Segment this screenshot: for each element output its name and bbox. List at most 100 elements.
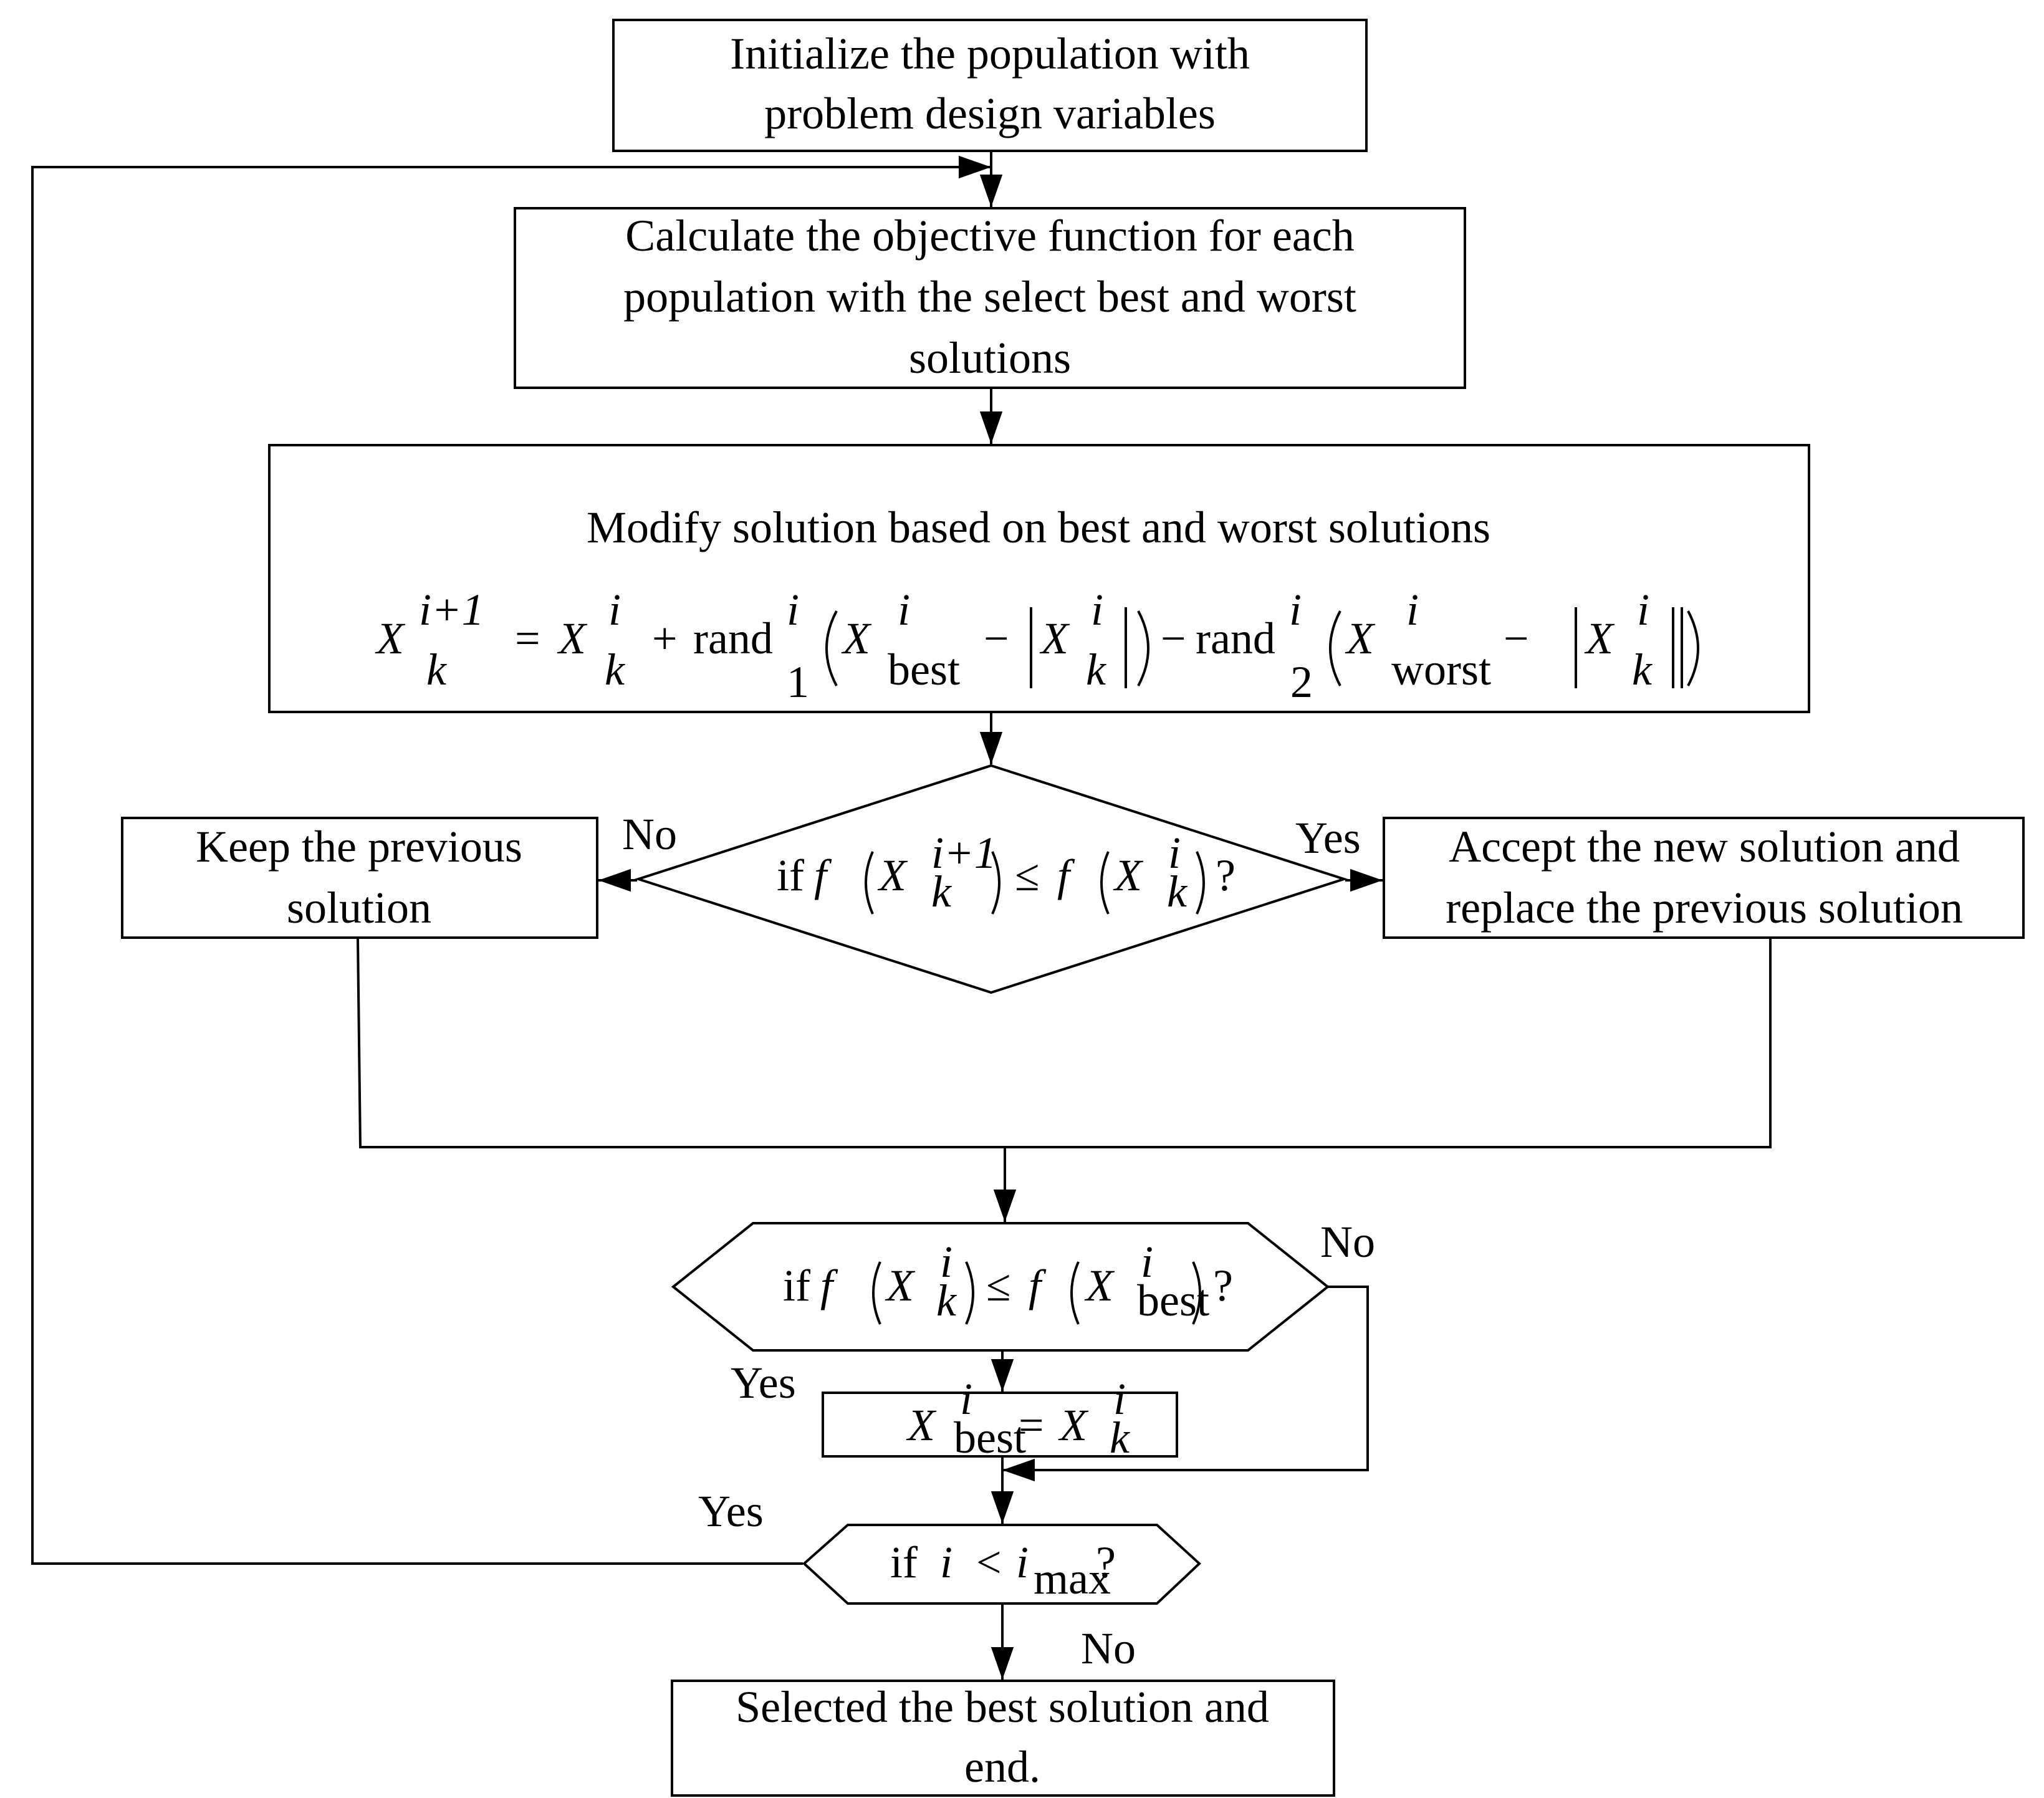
d1-sup-next: i+1: [931, 828, 997, 878]
label-decision1-yes: Yes: [1295, 813, 1361, 863]
end-line-2: end.: [964, 1742, 1040, 1792]
d1-x1: X: [877, 850, 908, 900]
end-node: Selected the best solution and end.: [671, 1680, 1335, 1797]
eq-paren-open-1: [825, 610, 838, 686]
up-eq: =: [1019, 1400, 1044, 1450]
d1-paren-close-1: [991, 851, 1000, 915]
d2-le: ≤: [986, 1261, 1011, 1310]
keep-node: Keep the previous solution: [121, 817, 598, 939]
d3-i2: i: [1016, 1537, 1029, 1587]
d2-if: if: [783, 1261, 810, 1310]
eq-sub-1: 1: [787, 657, 809, 707]
eq-sup-next: i+1: [419, 585, 484, 635]
eq-rand2: rand: [1196, 613, 1275, 663]
d2-x1: X: [885, 1261, 916, 1310]
eq-x1: X: [375, 613, 406, 663]
d1-paren-open-2: [1100, 851, 1110, 915]
init-node: Initialize the population with problem d…: [612, 19, 1368, 152]
decision2-no-line: [1002, 1286, 1369, 1482]
eq-paren-close-1: [1137, 610, 1149, 686]
accept-line-2: replace the previous solution: [1446, 883, 1963, 933]
calc-line-1: Calculate the objective function for eac…: [625, 211, 1354, 261]
d1-sup-i: i: [1168, 828, 1181, 878]
d1-sub-k1: k: [931, 867, 952, 916]
eq-x4: X: [1039, 613, 1070, 663]
d1-q: ?: [1216, 850, 1236, 900]
d2-paren-close-1: [965, 1261, 974, 1325]
eq-paren-open-2: [1329, 610, 1341, 686]
end-line-1: Selected the best solution and: [736, 1682, 1269, 1732]
init-line-2: problem design variables: [764, 89, 1216, 138]
eq-minus3: −: [1504, 613, 1529, 663]
update-label: X i best = X i k: [906, 1374, 1131, 1463]
accept-node: Accept the new solution and replace the …: [1383, 817, 2025, 939]
eq-x2: X: [557, 613, 588, 663]
d1-le: ≤: [1015, 850, 1040, 900]
accept-line-1: Accept the new solution and: [1449, 822, 1960, 872]
d1-sub-k2: k: [1167, 867, 1188, 916]
label-decision2-yes: Yes: [731, 1358, 796, 1408]
eq-sub-2: 2: [1290, 657, 1313, 707]
label-decision3-no: No: [1081, 1623, 1136, 1673]
update-node: X i best = X i k: [822, 1374, 1178, 1463]
eq-sub-k2: k: [605, 645, 626, 695]
eq-sup-i2: i: [608, 585, 621, 635]
eq-x6: X: [1584, 613, 1615, 663]
modify-node: Modify solution based on best and worst …: [268, 444, 1810, 713]
eq-x3: X: [841, 613, 872, 663]
eq-equals: =: [515, 613, 540, 663]
merge-line: [357, 938, 1772, 1148]
eq-rand1: rand: [693, 613, 773, 663]
init-line-1: Initialize the population with: [730, 29, 1250, 79]
d2-best: best: [1137, 1276, 1209, 1325]
d2-paren-close-2: [1192, 1261, 1201, 1325]
label-decision1-no: No: [622, 809, 677, 859]
d2-q: ?: [1213, 1261, 1233, 1310]
decision-2-label: if f X i k ≤ f X i best ?: [783, 1237, 1233, 1325]
d3-q: ?: [1096, 1537, 1116, 1587]
up-best: best: [954, 1413, 1026, 1463]
d2-sup-i2: i: [1141, 1237, 1153, 1287]
d2-paren-open-1: [872, 1261, 881, 1325]
up-sup-i2: i: [1113, 1374, 1126, 1424]
eq-x5: X: [1345, 613, 1376, 663]
up-x2: X: [1058, 1400, 1089, 1450]
eq-best: best: [888, 645, 960, 695]
d3-max: max: [1034, 1554, 1111, 1603]
calc-line-2: population with the select best and wors…: [623, 272, 1356, 322]
eq-sup-i4: i: [898, 585, 910, 635]
eq-sup-i8: i: [1637, 585, 1649, 635]
connectors: [31, 152, 1772, 1680]
calc-line-3: solutions: [909, 333, 1071, 383]
d1-x2: X: [1113, 850, 1144, 900]
calc-node: Calculate the objective function for eac…: [514, 207, 1466, 389]
d2-sup-i1: i: [940, 1237, 952, 1287]
up-sup-i1: i: [960, 1374, 972, 1424]
decision-2-node: if f X i k ≤ f X i best ?: [671, 1222, 1330, 1352]
edge-labels: No Yes No Yes Yes No: [622, 809, 1375, 1673]
d2-x2: X: [1084, 1261, 1115, 1310]
eq-minus1: −: [984, 613, 1009, 663]
label-decision2-no: No: [1320, 1217, 1375, 1267]
decision-1-label: if f X i+1 k ≤ f X i k ?: [777, 828, 1236, 916]
eq-sub-k3: k: [1086, 645, 1107, 695]
d1-if: if: [777, 850, 804, 900]
eq-sup-i5: i: [1091, 585, 1103, 635]
keep-line-1: Keep the previous: [196, 822, 522, 872]
eq-sub-k4: k: [1632, 645, 1653, 695]
eq-worst: worst: [1391, 645, 1491, 695]
label-decision3-yes: Yes: [698, 1486, 764, 1536]
d3-i1: i: [940, 1537, 952, 1587]
decision-3-label: if i < i max ?: [890, 1537, 1116, 1603]
eq-sup-i7: i: [1406, 585, 1419, 635]
d1-paren-open-1: [865, 851, 874, 915]
d2-paren-open-2: [1070, 1261, 1080, 1325]
eq-paren-close-2: [1687, 610, 1699, 686]
d2-sub-k: k: [936, 1276, 957, 1325]
d3-if: if: [890, 1537, 918, 1587]
eq-minus2: −: [1161, 613, 1186, 663]
eq-sup-i6: i: [1289, 585, 1302, 635]
eq-sup-i3: i: [787, 585, 799, 635]
loop-back-line: [31, 155, 991, 1565]
